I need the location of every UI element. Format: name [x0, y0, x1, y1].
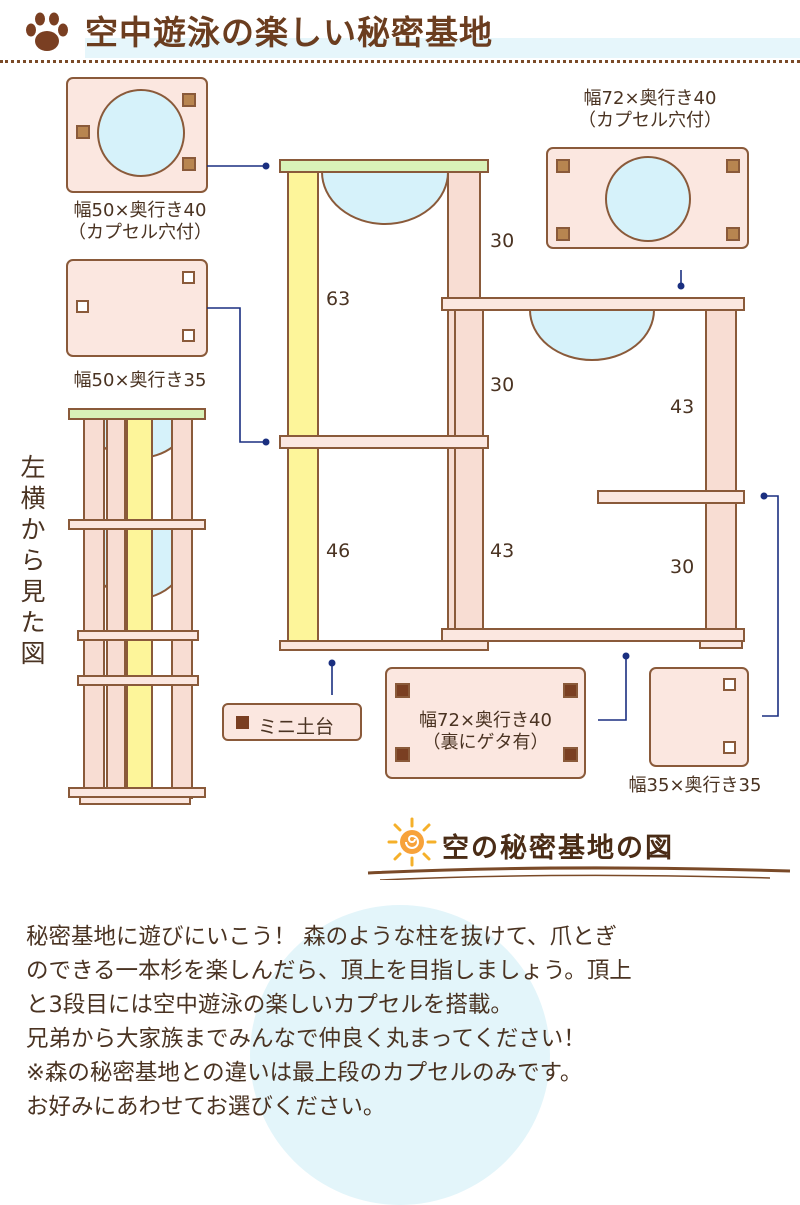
- header-band: [85, 38, 800, 58]
- top-right-board: [546, 147, 749, 249]
- background-circle: [250, 905, 550, 1205]
- square-icon: [236, 716, 249, 729]
- side-view-label: 左横から見た図: [20, 453, 46, 668]
- side-view-diagram: [68, 408, 206, 805]
- connector-dots: [262, 162, 768, 667]
- mid-left-board: [66, 259, 208, 357]
- description-text: 秘密基地に遊びにいこう！ 森のような柱を抜けて、爪とぎ のできる一本杉を楽しんだ…: [26, 924, 632, 1120]
- dim-30-top: 30: [490, 230, 515, 252]
- cat-tower-diagram: [66, 77, 791, 880]
- connector-lines: [207, 165, 779, 721]
- header: 空中遊泳の楽しい秘密基地: [0, 0, 800, 64]
- dim-30-right: 30: [670, 556, 695, 578]
- base-board-label: 幅72×奥行き40 （裏にゲタ有）: [419, 710, 552, 753]
- top-left-board: [66, 77, 208, 193]
- dim-46: 46: [326, 540, 351, 562]
- dim-63: 63: [326, 288, 351, 310]
- top-left-board-label: 幅50×奥行き40 （カプセル穴付）: [68, 200, 212, 243]
- dim-30-mid: 30: [490, 374, 515, 396]
- base-board: [385, 667, 586, 779]
- mid-left-board-label: 幅50×奥行き35: [73, 370, 207, 391]
- small-board-label: 幅35×奥行き35: [628, 775, 762, 796]
- dim-43-right: 43: [670, 396, 695, 418]
- page-title: 空中遊泳の楽しい秘密基地: [85, 13, 493, 52]
- front-view-diagram: [279, 159, 745, 651]
- top-right-board-label: 幅72×奥行き40 （カプセル穴付）: [578, 88, 722, 131]
- paw-icon: [26, 12, 68, 51]
- dim-43-left: 43: [490, 540, 515, 562]
- subtitle-underline: [367, 866, 791, 875]
- mini-base-label: ミニ土台: [222, 703, 362, 741]
- header-divider: [0, 60, 800, 63]
- sun-icon: [387, 817, 437, 867]
- section-subtitle: 空の秘密基地の図: [442, 833, 674, 864]
- small-board: [649, 667, 749, 767]
